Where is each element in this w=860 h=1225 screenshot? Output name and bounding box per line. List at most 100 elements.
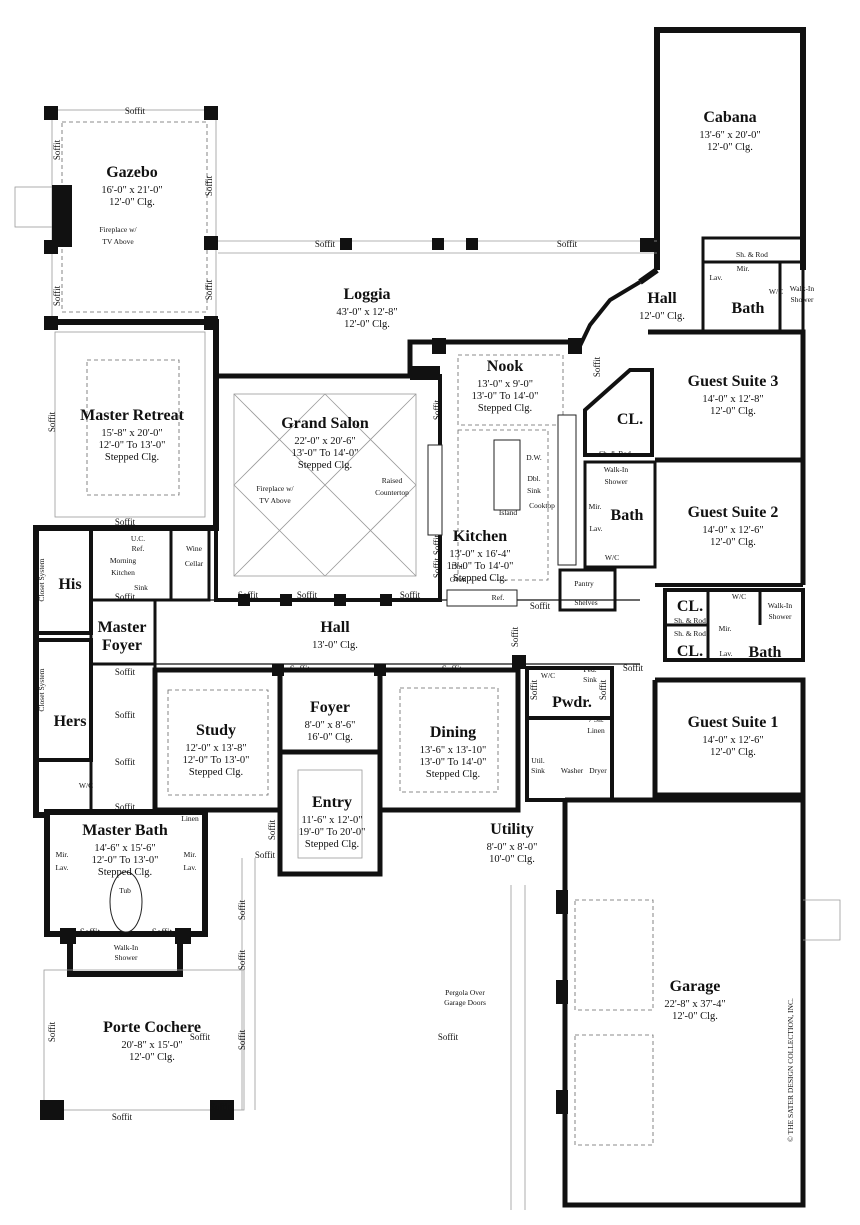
copyright-note: © THE SATER DESIGN COLLECTION, INC.: [786, 998, 795, 1142]
fixture-label: W/C: [541, 671, 555, 680]
room-name: Kitchen: [453, 528, 507, 545]
room-dimension: 10'-0" Clg.: [489, 854, 535, 865]
columns: [40, 106, 654, 1120]
room-dimension: 43'-0" x 12'-8": [336, 307, 397, 318]
fixture-label: Cooktop: [529, 501, 555, 510]
soffit-label: Soffit: [432, 399, 442, 420]
soffit-label: Soffit: [432, 534, 442, 555]
room-dimension: Stepped Clg.: [298, 460, 352, 471]
fixture-label: Island: [499, 508, 518, 517]
walls: [14, 27, 841, 1210]
fixture-label: Walk-In: [604, 465, 629, 474]
fixture-label: Mir.: [737, 264, 750, 273]
room-guest-suite-2: Guest Suite 214'-0" x 12'-6"12'-0" Clg.: [688, 504, 779, 548]
room-dimension: 13'-0" To 14'-0": [420, 757, 487, 768]
room-guest-suite-1: Guest Suite 114'-0" x 12'-6"12'-0" Clg.: [688, 714, 779, 758]
fixture-label: Walk-In: [114, 943, 139, 952]
soffit-label: Soffit: [237, 949, 247, 970]
fixture-label: Linen: [181, 814, 199, 823]
fixture-label: Sink: [134, 583, 148, 592]
room-name: CL.: [677, 643, 703, 660]
soffit-label: Soffit: [52, 139, 62, 160]
fixture-label: Ped.: [583, 665, 596, 674]
fixture-label: Cellar: [185, 559, 204, 568]
room-dimension: 14'-0" x 12'-6": [702, 735, 763, 746]
fixture-label: Sink: [583, 675, 597, 684]
room-dimension: 13'-0" To 14'-0": [472, 391, 539, 402]
soffit-label: Soffit: [623, 663, 644, 673]
soffit-label: Soffit: [290, 664, 311, 674]
fixture-label: Mir.: [589, 502, 602, 511]
fixture-label: Closet System: [37, 668, 46, 711]
room-dimension: 13'-0" To 14'-0": [447, 561, 514, 572]
room-dimension: 8'-0" x 8'-0": [487, 842, 538, 853]
fixture-label: Oven: [450, 575, 466, 584]
room-dimension: Stepped Clg.: [305, 839, 359, 850]
room-dimension: Stepped Clg.: [189, 767, 243, 778]
room-dimension: 12'-0" Clg.: [710, 747, 756, 758]
fixture-label: Ref.: [132, 544, 145, 553]
fixture-label: D.W.: [526, 453, 542, 462]
fixture-label: Sh. & Rod: [599, 449, 631, 458]
room-dimension: 12'-0" Clg.: [344, 319, 390, 330]
soffit-label: Soffit: [190, 1032, 211, 1042]
soffit-label: Soffit: [315, 239, 336, 249]
fixture-label: W/C: [769, 287, 783, 296]
soffit-label: Soffit: [115, 667, 136, 677]
fixture-label: Linen: [587, 726, 605, 735]
soffit-label: Soffit: [47, 1021, 57, 1042]
fixture-label: Sh. & Rod: [674, 629, 706, 638]
room-guest-suite-3: Guest Suite 314'-0" x 12'-8"12'-0" Clg.: [688, 373, 779, 417]
fixture-label: Shower: [791, 295, 814, 304]
fixture-label: W/C: [605, 553, 619, 562]
room-dimension: Stepped Clg.: [478, 403, 532, 414]
room-dimension: 13'-0" Clg.: [312, 640, 358, 651]
soffit-label: Soffit: [47, 411, 57, 432]
room-name: Master: [98, 619, 147, 636]
room-cl: CL.: [617, 411, 643, 428]
fixture-label: Sink: [531, 766, 545, 775]
room-name: Bath: [749, 644, 782, 661]
soffit-label: Soffit: [432, 557, 442, 578]
room-dimension: 14'-0" x 12'-6": [702, 525, 763, 536]
soffit-label: Soffit: [152, 927, 173, 937]
fixture-label: Washer: [561, 766, 584, 775]
soffit-label: Soffit: [255, 850, 276, 860]
soffit-label: Soffit: [204, 175, 214, 196]
soffit-label: Soffit: [237, 1029, 247, 1050]
room-dimension: Stepped Clg.: [426, 769, 480, 780]
fixture-label: Fireplace w/: [99, 225, 137, 234]
fixture-label: Mir.: [56, 850, 69, 859]
room-cl: CL.: [677, 598, 703, 615]
room-name: Nook: [487, 358, 524, 375]
room-name: Study: [196, 722, 236, 739]
room-dimension: 19'-0" To 20'-0": [299, 827, 366, 838]
fixture-label: 7 Sh.: [588, 715, 604, 724]
fixture-label: U.C.: [131, 534, 145, 543]
room-name: Cabana: [703, 109, 756, 126]
room-bath: Bath: [732, 300, 765, 317]
room-dimension: 13'-0" x 16'-4": [449, 549, 510, 560]
fixture-label: Fireplace w/: [256, 484, 294, 493]
soffit-label: Soffit: [238, 590, 259, 600]
room-master: Master: [98, 619, 147, 636]
room-name: Entry: [312, 794, 352, 811]
soffit-label: Soffit: [557, 239, 578, 249]
room-dimension: 12'-0" To 13'-0": [99, 440, 166, 451]
soffit-label: Soffit: [530, 601, 551, 611]
fixture-label: Lav.: [719, 649, 732, 658]
room-dimension: 14'-6" x 15'-6": [94, 843, 155, 854]
fixture-label: Wine: [186, 544, 203, 553]
room-bath: Bath: [749, 644, 782, 661]
room-his: His: [58, 576, 81, 593]
